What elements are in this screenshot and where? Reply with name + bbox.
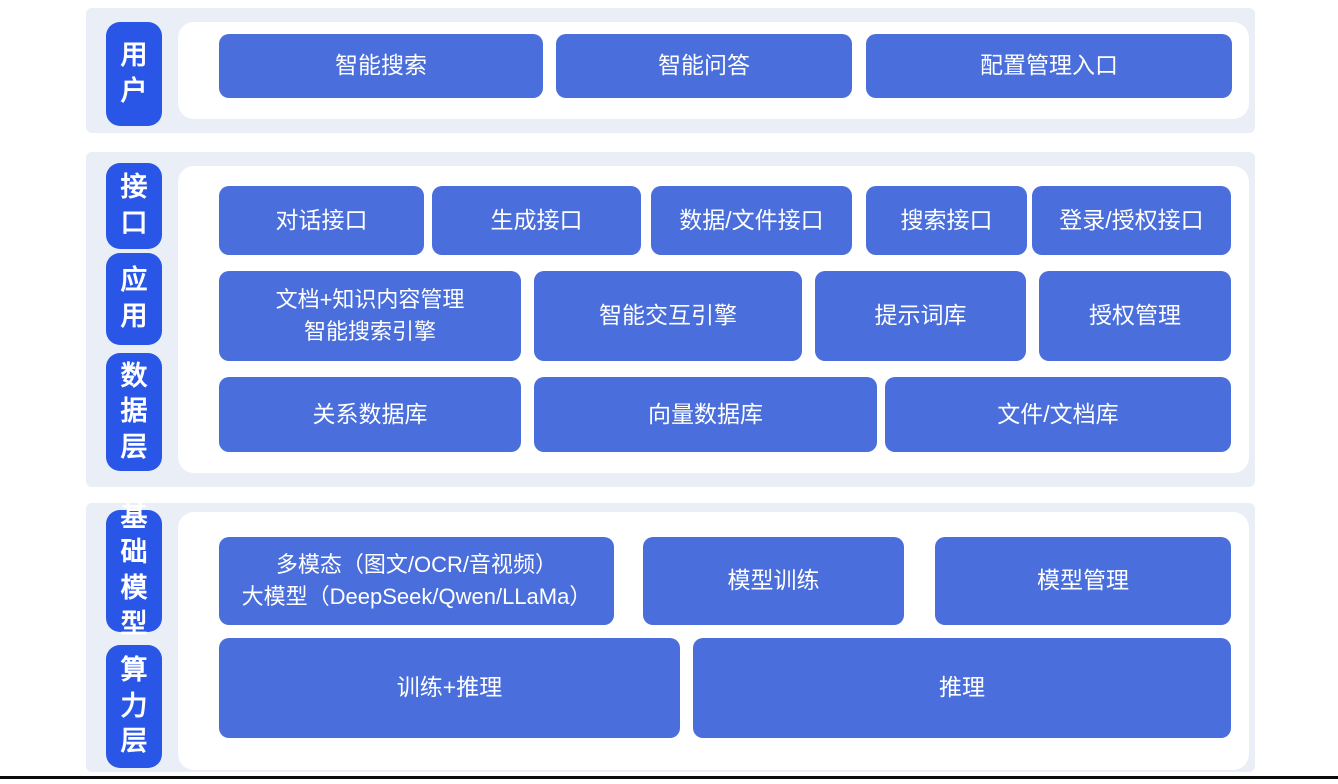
block-doc-knowledge-search-engine: 文档+知识内容管理 智能搜索引擎 — [219, 271, 521, 361]
block-smart-interaction-engine: 智能交互引擎 — [534, 271, 802, 361]
block-model-management: 模型管理 — [935, 537, 1231, 625]
block-model-training: 模型训练 — [643, 537, 904, 625]
layer-label-foundation-model: 基础模型 — [106, 502, 162, 639]
block-relational-database: 关系数据库 — [219, 377, 521, 452]
block-search-api: 搜索接口 — [866, 186, 1027, 255]
block-auth-management: 授权管理 — [1039, 271, 1231, 361]
block-data-file-api: 数据/文件接口 — [651, 186, 852, 255]
layer-label-compute-layer-text: 算力层 — [120, 655, 148, 757]
layer-label-user: 用户 — [106, 22, 162, 126]
layer-label-interface: 接口 — [106, 163, 162, 249]
layer-label-foundation-model-text: 基础模型 — [120, 501, 148, 639]
block-inference: 推理 — [693, 638, 1231, 738]
layer-label-application: 应用 — [106, 253, 162, 345]
block-config-management-entry: 配置管理入口 — [866, 34, 1232, 98]
layer-label-application-text: 应用 — [120, 265, 148, 331]
block-prompt-library: 提示词库 — [815, 271, 1026, 361]
block-smart-search: 智能搜索 — [219, 34, 543, 98]
layer-label-user-text: 用户 — [120, 40, 148, 106]
block-smart-qa: 智能问答 — [556, 34, 852, 98]
block-multimodal-llm: 多模态（图文/OCR/音视频） 大模型（DeepSeek/Qwen/LLaMa） — [219, 537, 614, 625]
block-dialog-api: 对话接口 — [219, 186, 424, 255]
block-generation-api: 生成接口 — [432, 186, 641, 255]
layer-label-interface-text: 接口 — [120, 172, 148, 238]
bottom-border-line — [0, 776, 1338, 779]
block-file-document-store: 文件/文档库 — [885, 377, 1231, 452]
layer-label-compute-layer: 算力层 — [106, 645, 162, 768]
block-login-auth-api: 登录/授权接口 — [1032, 186, 1231, 255]
block-vector-database: 向量数据库 — [534, 377, 877, 452]
block-training-plus-inference: 训练+推理 — [219, 638, 680, 738]
layer-label-data-layer-text: 数据层 — [120, 360, 148, 462]
layer-label-data-layer: 数据层 — [106, 353, 162, 471]
